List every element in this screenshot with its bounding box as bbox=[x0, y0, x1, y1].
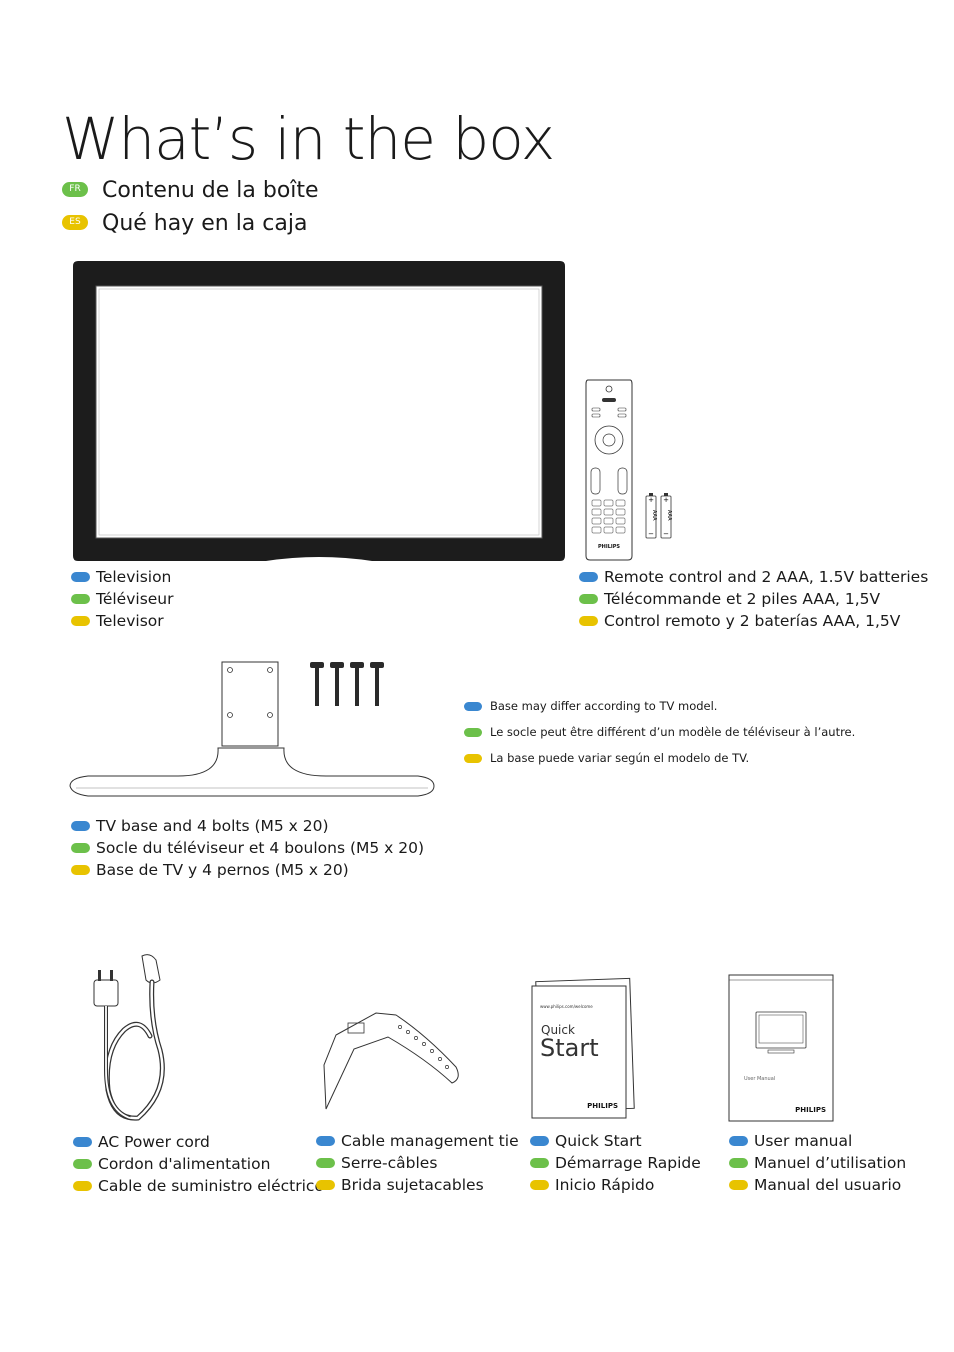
caption-user-manual: User manual Manuel d’utilisation Manual … bbox=[729, 1130, 906, 1196]
lang-dot-en bbox=[530, 1136, 549, 1146]
batteries-illustration: + + − − AAA AAA bbox=[645, 493, 672, 539]
lang-dot-fr bbox=[579, 594, 598, 604]
lang-dot-fr bbox=[73, 1159, 92, 1169]
caption-remote: Remote control and 2 AAA, 1.5V batteries… bbox=[579, 566, 928, 632]
svg-text:+: + bbox=[648, 496, 654, 504]
quick-start-illustration: www.philips.com/welcome Quick Start PHIL… bbox=[531, 977, 635, 1119]
lang-dot-en bbox=[464, 701, 482, 711]
note-es: La base puede variar según el modelo de … bbox=[490, 751, 750, 765]
bolts-illustration bbox=[310, 662, 384, 706]
television-illustration bbox=[73, 261, 565, 561]
power-cord-illustration bbox=[93, 954, 165, 1121]
caption-en: Television bbox=[96, 568, 172, 586]
caption-fr: Serre-câbles bbox=[341, 1154, 438, 1172]
lang-dot-fr bbox=[71, 843, 90, 853]
lang-dot-fr bbox=[464, 727, 482, 737]
caption-fr: Téléviseur bbox=[96, 590, 174, 608]
lang-dot-fr bbox=[729, 1158, 748, 1168]
note-fr: Le socle peut être différent d’un modèle… bbox=[490, 725, 856, 739]
user-manual-brand: PHILIPS bbox=[795, 1106, 826, 1114]
caption-power-cord: AC Power cord Cordon d'alimentation Cabl… bbox=[73, 1131, 324, 1197]
lang-dot-en bbox=[71, 821, 90, 831]
caption-fr: Manuel d’utilisation bbox=[754, 1154, 907, 1172]
lang-dot-fr bbox=[316, 1158, 335, 1168]
lang-dot-es bbox=[729, 1180, 748, 1190]
lang-badge-es: ES bbox=[62, 214, 88, 230]
svg-text:−: − bbox=[663, 530, 669, 538]
caption-es: Control remoto y 2 baterías AAA, 1,5V bbox=[604, 612, 901, 630]
subtitle-es-text: Qué hay en la caja bbox=[102, 211, 308, 236]
note-en: Base may differ according to TV model. bbox=[490, 699, 718, 713]
caption-es: Manual del usuario bbox=[754, 1176, 902, 1194]
lang-dot-fr bbox=[530, 1158, 549, 1168]
lang-dot-es bbox=[73, 1181, 92, 1191]
caption-es: Base de TV y 4 pernos (M5 x 20) bbox=[96, 861, 349, 879]
lang-dot-en bbox=[729, 1136, 748, 1146]
tv-base-illustration bbox=[69, 661, 435, 797]
quick-start-brand: PHILIPS bbox=[587, 1102, 618, 1110]
lang-dot-fr bbox=[71, 594, 90, 604]
lang-dot-en bbox=[579, 572, 598, 582]
caption-fr: Télécommande et 2 piles AAA, 1,5V bbox=[604, 590, 881, 608]
lang-badge-fr: FR bbox=[62, 181, 88, 197]
lang-dot-es bbox=[579, 616, 598, 626]
quick-start-url: www.philips.com/welcome bbox=[540, 1004, 593, 1009]
caption-en: Remote control and 2 AAA, 1.5V batteries bbox=[604, 568, 929, 586]
caption-fr: Démarrage Rapide bbox=[555, 1154, 701, 1172]
battery-label-1: AAA bbox=[651, 510, 657, 521]
lang-dot-en bbox=[73, 1137, 92, 1147]
subtitle-es: ES Qué hay en la caja bbox=[62, 210, 307, 238]
caption-en: Quick Start bbox=[555, 1132, 642, 1150]
user-manual-label: User Manual bbox=[744, 1076, 775, 1082]
caption-es: Cable de suministro eléctrico bbox=[98, 1177, 324, 1195]
remote-brand-label: PHILIPS bbox=[598, 544, 620, 550]
caption-television: Television Téléviseur Televisor bbox=[71, 566, 174, 632]
lang-dot-es bbox=[71, 865, 90, 875]
cable-tie-illustration bbox=[323, 1012, 459, 1110]
caption-en: TV base and 4 bolts (M5 x 20) bbox=[96, 817, 329, 835]
lang-dot-en bbox=[71, 572, 90, 582]
subtitle-fr-text: Contenu de la boîte bbox=[102, 178, 319, 203]
caption-cable-tie: Cable management tie Serre-câbles Brida … bbox=[316, 1130, 519, 1196]
quick-start-word-2: Start bbox=[540, 1034, 599, 1062]
lang-dot-es bbox=[316, 1180, 335, 1190]
lang-dot-en bbox=[316, 1136, 335, 1146]
caption-tv-base: TV base and 4 bolts (M5 x 20) Socle du t… bbox=[71, 815, 424, 881]
svg-text:−: − bbox=[648, 530, 654, 538]
caption-es: Inicio Rápido bbox=[555, 1176, 655, 1194]
svg-text:+: + bbox=[663, 496, 669, 504]
subtitle-fr: FR Contenu de la boîte bbox=[62, 177, 319, 205]
caption-en: Cable management tie bbox=[341, 1132, 519, 1150]
caption-fr: Socle du téléviseur et 4 boulons (M5 x 2… bbox=[96, 839, 425, 857]
battery-label-2: AAA bbox=[666, 510, 672, 521]
page-title: What’s in the box bbox=[62, 105, 555, 173]
caption-quick-start: Quick Start Démarrage Rapide Inicio Rápi… bbox=[530, 1130, 701, 1196]
remote-control-illustration: PHILIPS bbox=[585, 379, 633, 561]
caption-fr: Cordon d'alimentation bbox=[98, 1155, 271, 1173]
base-model-note: Base may differ according to TV model. L… bbox=[464, 693, 855, 771]
caption-es: Brida sujetacables bbox=[341, 1176, 484, 1194]
caption-es: Televisor bbox=[96, 612, 164, 630]
lang-dot-es bbox=[464, 753, 482, 763]
caption-en: AC Power cord bbox=[98, 1133, 210, 1151]
lang-dot-es bbox=[530, 1180, 549, 1190]
caption-en: User manual bbox=[754, 1132, 853, 1150]
quick-start-word-1: Quick bbox=[541, 1023, 575, 1037]
lang-dot-es bbox=[71, 616, 90, 626]
user-manual-illustration: User Manual PHILIPS bbox=[728, 974, 834, 1122]
